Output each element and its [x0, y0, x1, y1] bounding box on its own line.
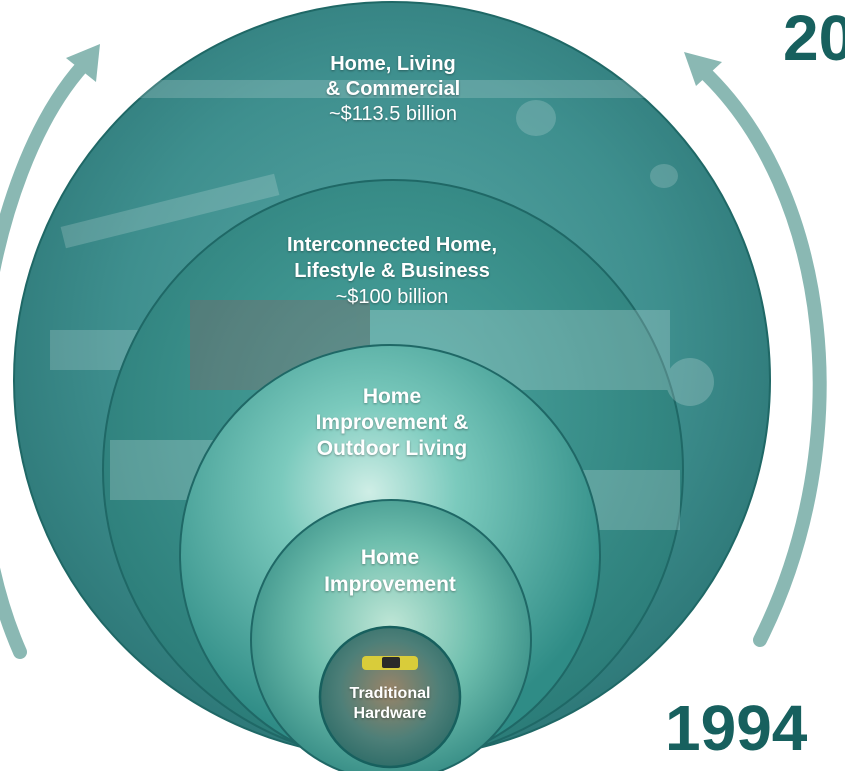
ring-title-line: Home, Living — [330, 53, 456, 75]
background-photo-hint — [50, 80, 680, 370]
ring-title-line: Improvement — [324, 573, 456, 596]
ring-title-line: Home — [360, 546, 420, 569]
left-growth-arrow — [0, 51, 97, 659]
right-growth-arrow — [695, 63, 827, 647]
ring-label-interconnected-home: Interconnected Home, Lifestyle & Busines… — [232, 232, 552, 310]
year-start-label: 1994 — [665, 692, 808, 764]
ring-title-line: Improvement & — [315, 411, 469, 434]
ring-title-line: Outdoor Living — [316, 437, 468, 460]
ring-title-line: Lifestyle & Business — [294, 260, 490, 282]
year-end-label: 20 — [783, 2, 845, 74]
ring-traditional-hardware — [318, 625, 462, 769]
drill-icon — [362, 656, 418, 670]
ring-title-line: Interconnected Home, — [286, 234, 498, 256]
right-arrowhead-icon — [684, 52, 722, 86]
ring-title-line: Home — [362, 385, 422, 408]
ring-label-home-improvement: Home Improvement — [290, 544, 490, 598]
market-size-value: ~$100 billion — [335, 286, 449, 308]
market-size-value: ~$113.5 billion — [328, 103, 458, 125]
ring-title-line: & Commercial — [325, 78, 461, 100]
ring-title-line: Hardware — [353, 705, 427, 722]
left-arrowhead-icon — [66, 44, 100, 82]
ring-label-traditional-hardware: Traditional Hardware — [330, 684, 450, 724]
ring-label-home-improvement-outdoor: Home Improvement & Outdoor Living — [262, 384, 522, 462]
ring-label-home-living-commercial: Home, Living & Commercial ~$113.5 billio… — [262, 52, 524, 127]
ring-title-line: Traditional — [349, 685, 431, 702]
